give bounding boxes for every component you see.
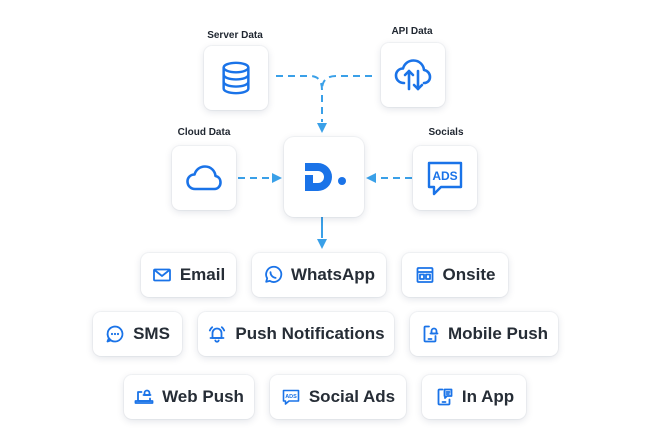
socials-card: ADS — [413, 146, 477, 210]
output-arrowhead — [317, 239, 327, 249]
email-chip: Email — [141, 253, 236, 297]
socials-arrowhead — [366, 173, 376, 183]
api-connector — [321, 75, 372, 91]
web-push-chip: Web Push — [124, 375, 254, 419]
chat-bubble-icon — [106, 325, 124, 343]
server-arrowhead — [317, 123, 327, 133]
whatsapp-icon — [265, 265, 283, 283]
api-data-label: API Data — [391, 26, 433, 37]
laptop-notification-icon — [134, 389, 154, 404]
server-connector — [276, 75, 323, 122]
email-label: Email — [179, 265, 226, 284]
ads-badge-icon: ADS — [282, 389, 300, 405]
in-app-chip: In App — [422, 375, 526, 419]
database-icon — [222, 61, 250, 95]
push-notifications-chip: Push Notifications — [198, 312, 394, 356]
cloud-icon — [186, 165, 222, 191]
web-push-label: Web Push — [162, 387, 244, 406]
social-ads-chip: ADS Social Ads — [270, 375, 406, 419]
socials-label: Socials — [428, 127, 464, 138]
server-data-label: Server Data — [207, 30, 263, 41]
cloud-arrowhead — [272, 173, 282, 183]
envelope-icon — [152, 268, 171, 282]
whatsapp-label: WhatsApp — [290, 265, 376, 284]
mobile-push-label: Mobile Push — [447, 324, 549, 343]
onsite-label: Onsite — [442, 265, 496, 284]
logo-d-icon — [305, 163, 346, 191]
mobile-notification-icon — [423, 325, 439, 343]
ads-text: ADS — [432, 169, 457, 183]
window-layout-icon — [416, 267, 433, 283]
push-notifications-label: Push Notifications — [235, 324, 385, 343]
sms-chip: SMS — [93, 312, 182, 356]
mobile-message-icon — [437, 388, 453, 406]
whatsapp-chip: WhatsApp — [252, 253, 386, 297]
sms-label: SMS — [133, 324, 170, 343]
onsite-chip: Onsite — [402, 253, 508, 297]
cloud-data-card — [172, 146, 236, 210]
cloud-data-label: Cloud Data — [177, 127, 231, 138]
ads-badge-text: ADS — [285, 394, 297, 400]
bell-icon — [209, 326, 226, 343]
server-data-card — [204, 46, 268, 110]
mobile-push-chip: Mobile Push — [410, 312, 558, 356]
hub-card — [284, 137, 364, 217]
in-app-label: In App — [461, 387, 515, 406]
ads-chat-icon: ADS — [427, 161, 463, 196]
cloud-sync-icon — [394, 59, 432, 91]
social-ads-label: Social Ads — [308, 387, 396, 406]
api-data-card — [381, 43, 445, 107]
